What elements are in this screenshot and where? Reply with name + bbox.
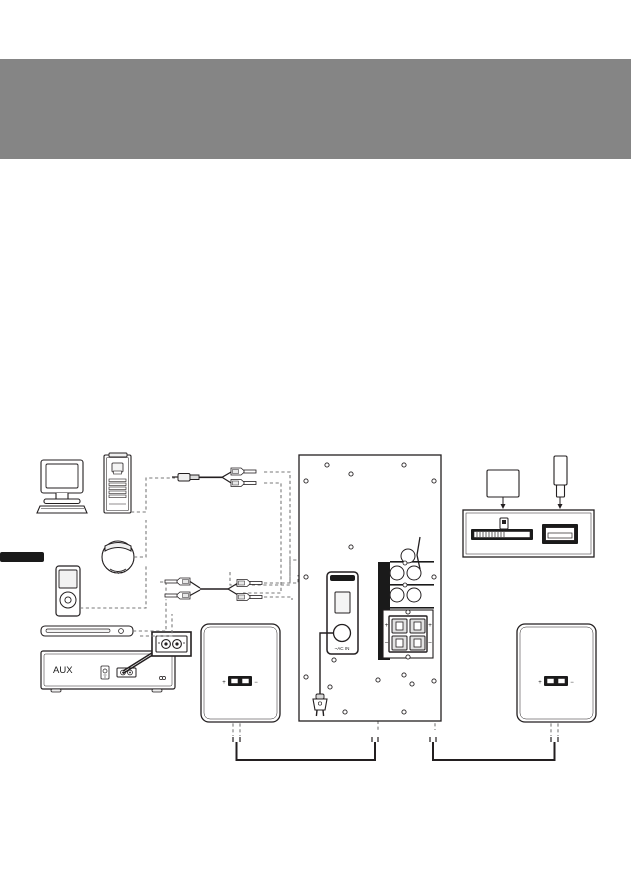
aux-device-label: AUX [53, 665, 73, 676]
left-speaker-wire [232, 737, 379, 761]
right-speaker: + − [429, 623, 597, 761]
terminal-plus-right: + [428, 622, 432, 629]
left-speaker: + − [200, 623, 379, 761]
terminal-minus-left: − [385, 640, 389, 647]
right-speaker-wire [429, 737, 559, 761]
usb-flash-drive [553, 455, 568, 498]
ac-in-module: ~AC IN [319, 571, 359, 695]
aux-device: AUX [40, 650, 176, 693]
redacted-header-bar [0, 59, 631, 159]
sd-card-slot [471, 529, 533, 540]
sd-memory-card [486, 469, 520, 498]
dual-rca-to-dual-rca-cable [164, 577, 263, 601]
right-speaker-minus: − [570, 680, 574, 686]
terminal-plus-left: + [385, 622, 389, 629]
left-speaker-minus: − [254, 680, 258, 686]
pc-tower [103, 452, 132, 514]
left-speaker-plus: + [222, 680, 226, 686]
main-unit-rear-panel: ~AC IN [0, 454, 442, 722]
connection-diagram: AUX [0, 440, 631, 770]
right-speaker-terminal: + − [538, 676, 574, 686]
rca-input-jack-closeup [122, 631, 192, 675]
speaker-terminal-block: + − + − [382, 609, 434, 660]
3.5mm-to-dual-rca-cable [172, 467, 257, 487]
dvd-player [40, 625, 134, 637]
usb-port [542, 524, 578, 544]
sd-usb-port-module [462, 455, 595, 558]
right-speaker-plus: + [538, 680, 542, 686]
terminal-minus-right: − [428, 640, 432, 647]
headphones [101, 540, 135, 575]
left-speaker-terminal: + − [222, 676, 258, 686]
sd-card-orientation-icon [499, 517, 509, 530]
ac-power-plug [312, 693, 328, 717]
mp3-player [55, 565, 81, 617]
crt-monitor [36, 459, 88, 514]
insertion-arrows [500, 497, 563, 509]
ac-in-label: ~AC IN [335, 646, 350, 651]
